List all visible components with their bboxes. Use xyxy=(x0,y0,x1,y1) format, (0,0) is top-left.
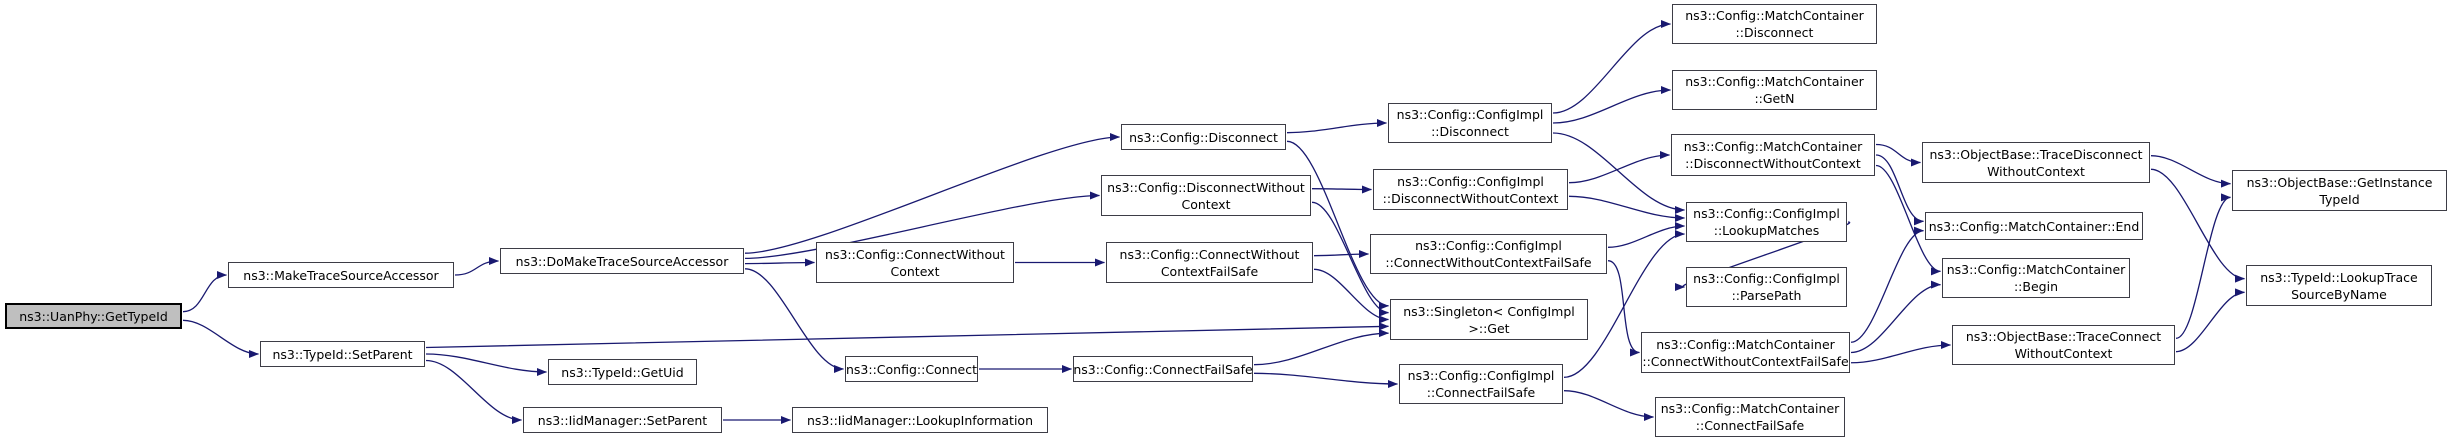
node-label: ns3::ObjectBase::TraceConnect WithoutCon… xyxy=(1965,329,2162,361)
node-label: ns3::ObjectBase::GetInstance TypeId xyxy=(2246,174,2433,207)
call-edge-matchcontainer-connectwithoutcontextfailsafe--matchcontainer-end xyxy=(1850,226,1924,343)
node-label: ns3::ObjectBase::TraceDisconnect Without… xyxy=(1929,146,2143,179)
call-edge-config-connectfailsafe--singleton-configimpl-get xyxy=(1253,329,1389,366)
node-objectbase-tracedisconnectwithoutcontext[interactable]: ns3::ObjectBase::TraceDisconnect Without… xyxy=(1922,142,2150,183)
call-edge-configimpl-connectfailsafe--matchcontainer-connectfailsafe xyxy=(1563,390,1654,421)
call-edge-matchcontainer-connectwithoutcontextfailsafe--matchcontainer-begin xyxy=(1850,280,1941,354)
node-configimpl-connectwithoutcontextfailsafe[interactable]: ns3::Config::ConfigImpl ::ConnectWithout… xyxy=(1370,234,1607,274)
call-edge-domaketracesourceaccessor--config-connectwithoutcontext xyxy=(744,258,815,267)
node-config-disconnectwithoutcontext[interactable]: ns3::Config::DisconnectWithout Context xyxy=(1101,175,1311,216)
node-label: ns3::Config::ConfigImpl ::ConnectFailSaf… xyxy=(1407,368,1555,400)
node-configimpl-connectfailsafe[interactable]: ns3::Config::ConfigImpl ::ConnectFailSaf… xyxy=(1399,364,1563,404)
node-label: ns3::Config::ConfigImpl ::DisconnectWith… xyxy=(1382,173,1559,206)
node-label: ns3::Config::ConnectWithout ContextFailS… xyxy=(1119,246,1300,279)
node-matchcontainer-begin[interactable]: ns3::Config::MatchContainer ::Begin xyxy=(1942,258,2130,298)
node-label: ns3::Config::Disconnect xyxy=(1129,129,1278,145)
call-edge-uanphy-gettypeid--maketracesourceaccessor xyxy=(182,271,227,313)
call-edge-matchcontainer-disconnectwithoutcontext--objectbase-tracedisconnectwithoutcontext xyxy=(1875,143,1921,167)
call-edge-maketracesourceaccessor--domaketracesourceaccessor xyxy=(454,257,499,276)
node-config-connectwithoutcontext[interactable]: ns3::Config::ConnectWithout Context xyxy=(816,242,1014,283)
node-label: ns3::Config::ConfigImpl ::ParsePath xyxy=(1693,271,1840,303)
call-edge-typeid-setparent--iidmanager-setparent xyxy=(425,359,522,424)
node-label: ns3::Config::ConnectWithout Context xyxy=(825,246,1005,279)
node-configimpl-disconnectwithoutcontext[interactable]: ns3::Config::ConfigImpl ::DisconnectWith… xyxy=(1373,169,1568,210)
call-edge-domaketracesourceaccessor--config-disconnectwithoutcontext xyxy=(744,191,1100,260)
node-typeid-lookuptracesourcebyname[interactable]: ns3::TypeId::LookupTrace SourceByName xyxy=(2246,265,2432,306)
node-label: ns3::Singleton< ConfigImpl >::Get xyxy=(1403,303,1575,336)
call-edge-configimpl-disconnect--matchcontainer-getn xyxy=(1552,86,1671,124)
node-config-connect[interactable]: ns3::Config::Connect xyxy=(845,356,978,382)
node-label: ns3::UanPhy::GetTypeId xyxy=(19,308,168,324)
node-typeid-getuid[interactable]: ns3::TypeId::GetUid xyxy=(548,359,697,385)
call-edge-config-disconnectwithoutcontext--configimpl-disconnectwithoutcontext xyxy=(1311,185,1372,194)
call-edge-domaketracesourceaccessor--config-disconnect xyxy=(744,133,1120,254)
call-edge-objectbase-tracedisconnectwithoutcontext--typeid-lookuptracesourcebyname xyxy=(2150,168,2245,283)
node-config-connectfailsafe[interactable]: ns3::Config::ConnectFailSafe xyxy=(1073,356,1253,382)
call-edge-matchcontainer-disconnectwithoutcontext--matchcontainer-end xyxy=(1875,154,1924,226)
node-label: ns3::DoMakeTraceSourceAccessor xyxy=(515,253,729,269)
call-edge-configimpl-disconnect--matchcontainer-disconnect xyxy=(1552,20,1671,114)
node-label: ns3::Config::MatchContainer ::ConnectWit… xyxy=(1642,336,1849,369)
node-label: ns3::Config::MatchContainer ::Begin xyxy=(1946,262,2126,294)
call-edge-configimpl-connectwithoutcontextfailsafe--configimpl-lookupmatches xyxy=(1607,222,1685,248)
call-edge-uanphy-gettypeid--typeid-setparent xyxy=(182,319,259,358)
call-edge-matchcontainer-disconnectwithoutcontext--matchcontainer-begin xyxy=(1875,164,1941,276)
node-label: ns3::Config::Connect xyxy=(845,361,978,377)
call-edge-config-connectwithoutcontextfailsafe--singleton-configimpl-get xyxy=(1313,268,1389,324)
call-edge-configimpl-disconnect--configimpl-lookupmatches xyxy=(1552,132,1685,214)
node-label: ns3::TypeId::LookupTrace SourceByName xyxy=(2260,269,2418,302)
call-edge-configimpl-disconnectwithoutcontext--matchcontainer-disconnectwithoutcontext xyxy=(1568,151,1670,184)
node-config-connectwithoutcontextfailsafe[interactable]: ns3::Config::ConnectWithout ContextFailS… xyxy=(1106,242,1313,283)
call-edge-config-disconnect--configimpl-disconnect xyxy=(1286,119,1387,134)
node-label: ns3::Config::MatchContainer ::Disconnect xyxy=(1685,8,1864,40)
call-edge-typeid-setparent--singleton-configimpl-get xyxy=(425,322,1389,349)
node-objectbase-traceconnectwithoutcontext[interactable]: ns3::ObjectBase::TraceConnect WithoutCon… xyxy=(1952,325,2175,365)
node-label: ns3::MakeTraceSourceAccessor xyxy=(243,267,439,283)
node-matchcontainer-connectfailsafe[interactable]: ns3::Config::MatchContainer ::ConnectFai… xyxy=(1655,397,1845,437)
node-configimpl-lookupmatches[interactable]: ns3::Config::ConfigImpl ::LookupMatches xyxy=(1686,202,1847,242)
node-matchcontainer-getn[interactable]: ns3::Config::MatchContainer ::GetN xyxy=(1672,70,1877,110)
node-domaketracesourceaccessor[interactable]: ns3::DoMakeTraceSourceAccessor xyxy=(500,248,744,274)
node-label: ns3::Config::MatchContainer ::ConnectFai… xyxy=(1660,401,1840,433)
node-label: ns3::IidManager::SetParent xyxy=(537,412,708,428)
node-label: ns3::Config::MatchContainer ::Disconnect… xyxy=(1683,139,1863,171)
node-label: ns3::Config::ConfigImpl ::Disconnect xyxy=(1396,107,1544,139)
node-label: ns3::TypeId::SetParent xyxy=(272,346,413,362)
node-label: ns3::IidManager::LookupInformation xyxy=(806,412,1033,428)
node-configimpl-disconnect[interactable]: ns3::Config::ConfigImpl ::Disconnect xyxy=(1388,103,1552,143)
call-edge-config-disconnect--singleton-configimpl-get xyxy=(1286,140,1389,310)
node-maketracesourceaccessor[interactable]: ns3::MakeTraceSourceAccessor xyxy=(228,262,454,288)
call-edge-config-connectfailsafe--configimpl-connectfailsafe xyxy=(1253,372,1398,388)
call-edge-matchcontainer-connectwithoutcontextfailsafe--objectbase-traceconnectwithoutcontext xyxy=(1850,341,1951,364)
node-typeid-setparent[interactable]: ns3::TypeId::SetParent xyxy=(260,341,425,367)
node-label: ns3::Config::DisconnectWithout Context xyxy=(1107,179,1305,212)
node-uanphy-gettypeid: ns3::UanPhy::GetTypeId xyxy=(5,303,182,329)
node-config-disconnect[interactable]: ns3::Config::Disconnect xyxy=(1121,124,1286,150)
node-matchcontainer-end[interactable]: ns3::Config::MatchContainer::End xyxy=(1925,212,2143,240)
node-label: ns3::TypeId::GetUid xyxy=(561,364,684,380)
call-edge-objectbase-traceconnectwithoutcontext--typeid-lookuptracesourcebyname xyxy=(2175,288,2245,353)
call-edge-configimpl-connectfailsafe--configimpl-lookupmatches xyxy=(1563,230,1685,378)
call-edge-objectbase-traceconnectwithoutcontext--objectbase-getinstancetypeid xyxy=(2175,193,2231,339)
call-edge-typeid-setparent--typeid-getuid xyxy=(425,353,547,376)
node-label: ns3::Config::ConnectFailSafe xyxy=(1073,361,1253,377)
node-matchcontainer-disconnect[interactable]: ns3::Config::MatchContainer ::Disconnect xyxy=(1672,4,1877,44)
node-matchcontainer-disconnectwithoutcontext[interactable]: ns3::Config::MatchContainer ::Disconnect… xyxy=(1671,134,1875,176)
node-iidmanager-setparent[interactable]: ns3::IidManager::SetParent xyxy=(523,407,722,433)
node-label: ns3::Config::ConfigImpl ::ConnectWithout… xyxy=(1385,238,1592,270)
call-edge-configimpl-disconnectwithoutcontext--configimpl-lookupmatches xyxy=(1568,195,1685,222)
node-objectbase-getinstancetypeid[interactable]: ns3::ObjectBase::GetInstance TypeId xyxy=(2232,170,2447,211)
node-configimpl-parsepath[interactable]: ns3::Config::ConfigImpl ::ParsePath xyxy=(1686,267,1847,307)
node-label: ns3::Config::MatchContainer ::GetN xyxy=(1685,74,1864,106)
node-label: ns3::Config::MatchContainer::End xyxy=(1928,218,2140,234)
call-edge-config-disconnectwithoutcontext--singleton-configimpl-get xyxy=(1311,201,1389,317)
call-edge-objectbase-tracedisconnectwithoutcontext--objectbase-getinstancetypeid xyxy=(2150,155,2231,188)
call-edge-domaketracesourceaccessor--config-connect xyxy=(744,268,844,373)
node-iidmanager-lookupinformation[interactable]: ns3::IidManager::LookupInformation xyxy=(792,407,1048,433)
node-singleton-configimpl-get[interactable]: ns3::Singleton< ConfigImpl >::Get xyxy=(1390,299,1588,340)
node-matchcontainer-connectwithoutcontextfailsafe[interactable]: ns3::Config::MatchContainer ::ConnectWit… xyxy=(1641,332,1850,373)
node-label: ns3::Config::ConfigImpl ::LookupMatches xyxy=(1693,206,1840,238)
call-edge-config-connectwithoutcontextfailsafe--configimpl-connectwithoutcontextfailsafe xyxy=(1313,250,1369,259)
